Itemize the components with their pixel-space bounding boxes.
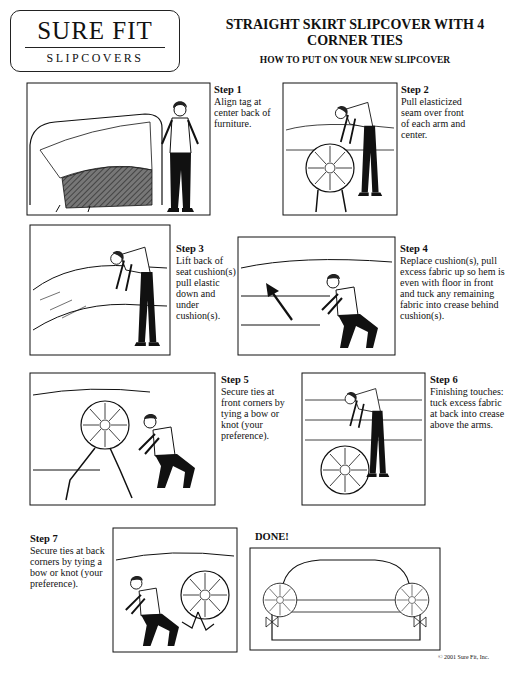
logo-box: SURE FIT SLIPCOVERS bbox=[10, 10, 180, 72]
step-panel: Step 7Secure ties at back corners by tyi… bbox=[30, 533, 110, 589]
done-panel: DONE! bbox=[255, 531, 345, 543]
step-instructions: Align tag at center back of furniture. bbox=[214, 96, 280, 129]
step-panel: Step 1Align tag at center back of furnit… bbox=[214, 84, 280, 129]
step-heading: Step 4 bbox=[400, 243, 508, 255]
step-instructions: Replace cushion(s), pull excess fabric u… bbox=[400, 255, 508, 321]
step-panel: Step 2Pull elasticized seam over front o… bbox=[401, 84, 471, 140]
step-heading: Step 6 bbox=[430, 374, 510, 386]
step-heading: Step 3 bbox=[176, 243, 236, 255]
copyright-note: © 2001 Sure Fit, Inc. bbox=[438, 654, 516, 661]
brand-name: SURE FIT bbox=[11, 17, 179, 45]
step-instructions: Secure ties at front corners by tying a … bbox=[221, 386, 293, 441]
page-title: STRAIGHT SKIRT SLIPCOVER WITH 4 CORNER T… bbox=[200, 17, 510, 49]
brand-tagline: SLIPCOVERS bbox=[25, 47, 165, 66]
step-instructions: Secure ties at back corners by tying a b… bbox=[30, 545, 110, 589]
step-panel: Step 6Finishing touches: tuck excess fab… bbox=[430, 374, 510, 430]
step-instructions: Pull elasticized seam over front of each… bbox=[401, 96, 471, 140]
step-heading: Step 1 bbox=[214, 84, 280, 96]
step-heading: Step 2 bbox=[401, 84, 471, 96]
step-panel: Step 5Secure ties at front corners by ty… bbox=[221, 374, 293, 441]
step-heading: Step 5 bbox=[221, 374, 293, 386]
step-heading: Step 7 bbox=[30, 533, 110, 545]
step-instructions: Finishing touches: tuck excess fabric at… bbox=[430, 386, 510, 430]
step-panel: Step 3Lift back of seat cushion(s) pull … bbox=[176, 243, 236, 321]
step-panel: Step 4Replace cushion(s), pull excess fa… bbox=[400, 243, 508, 321]
step-heading: DONE! bbox=[255, 531, 345, 543]
step-instructions: Lift back of seat cushion(s) pull elasti… bbox=[176, 255, 236, 321]
subtitle: HOW TO PUT ON YOUR NEW SLIPCOVER bbox=[200, 55, 510, 66]
